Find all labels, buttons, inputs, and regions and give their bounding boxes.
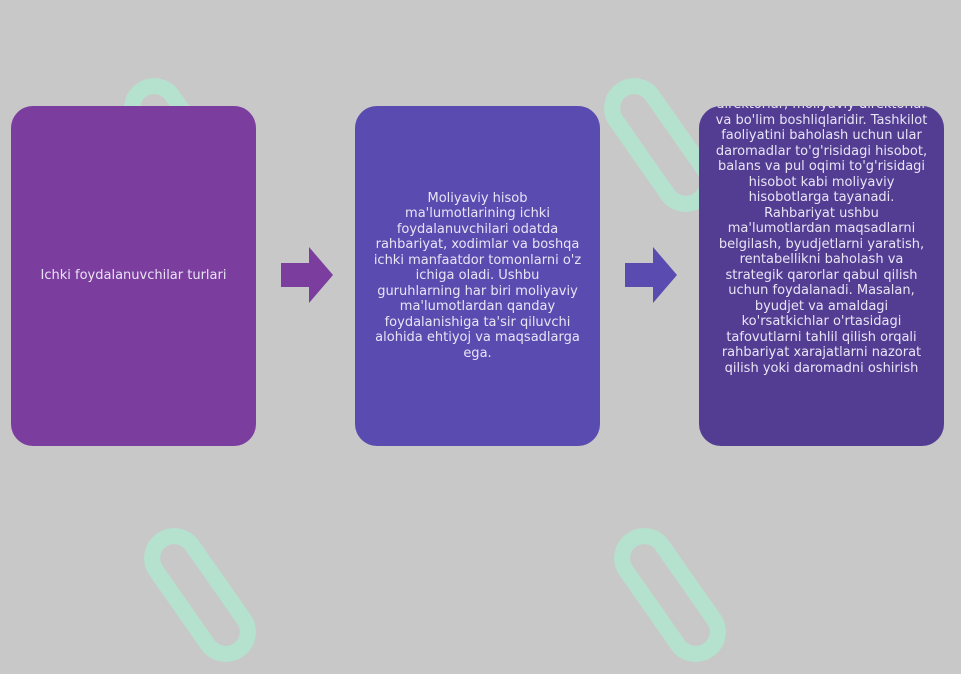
right-arrow-icon [281,247,333,303]
box-management-usage: direktorlar, moliyaviy direktorlar va bo… [699,106,944,446]
box-text: direktorlar, moliyaviy direktorlar va bo… [715,106,928,376]
box-internal-user-types: Ichki foydalanuvchilar turlari [11,106,256,446]
box-text: Ichki foydalanuvchilar turlari [40,268,227,284]
box-text: Moliyaviy hisob ma'lumotlarining ichki f… [373,190,582,361]
box-internal-users-description: Moliyaviy hisob ma'lumotlarining ichki f… [355,106,600,446]
right-arrow-icon [625,247,677,303]
